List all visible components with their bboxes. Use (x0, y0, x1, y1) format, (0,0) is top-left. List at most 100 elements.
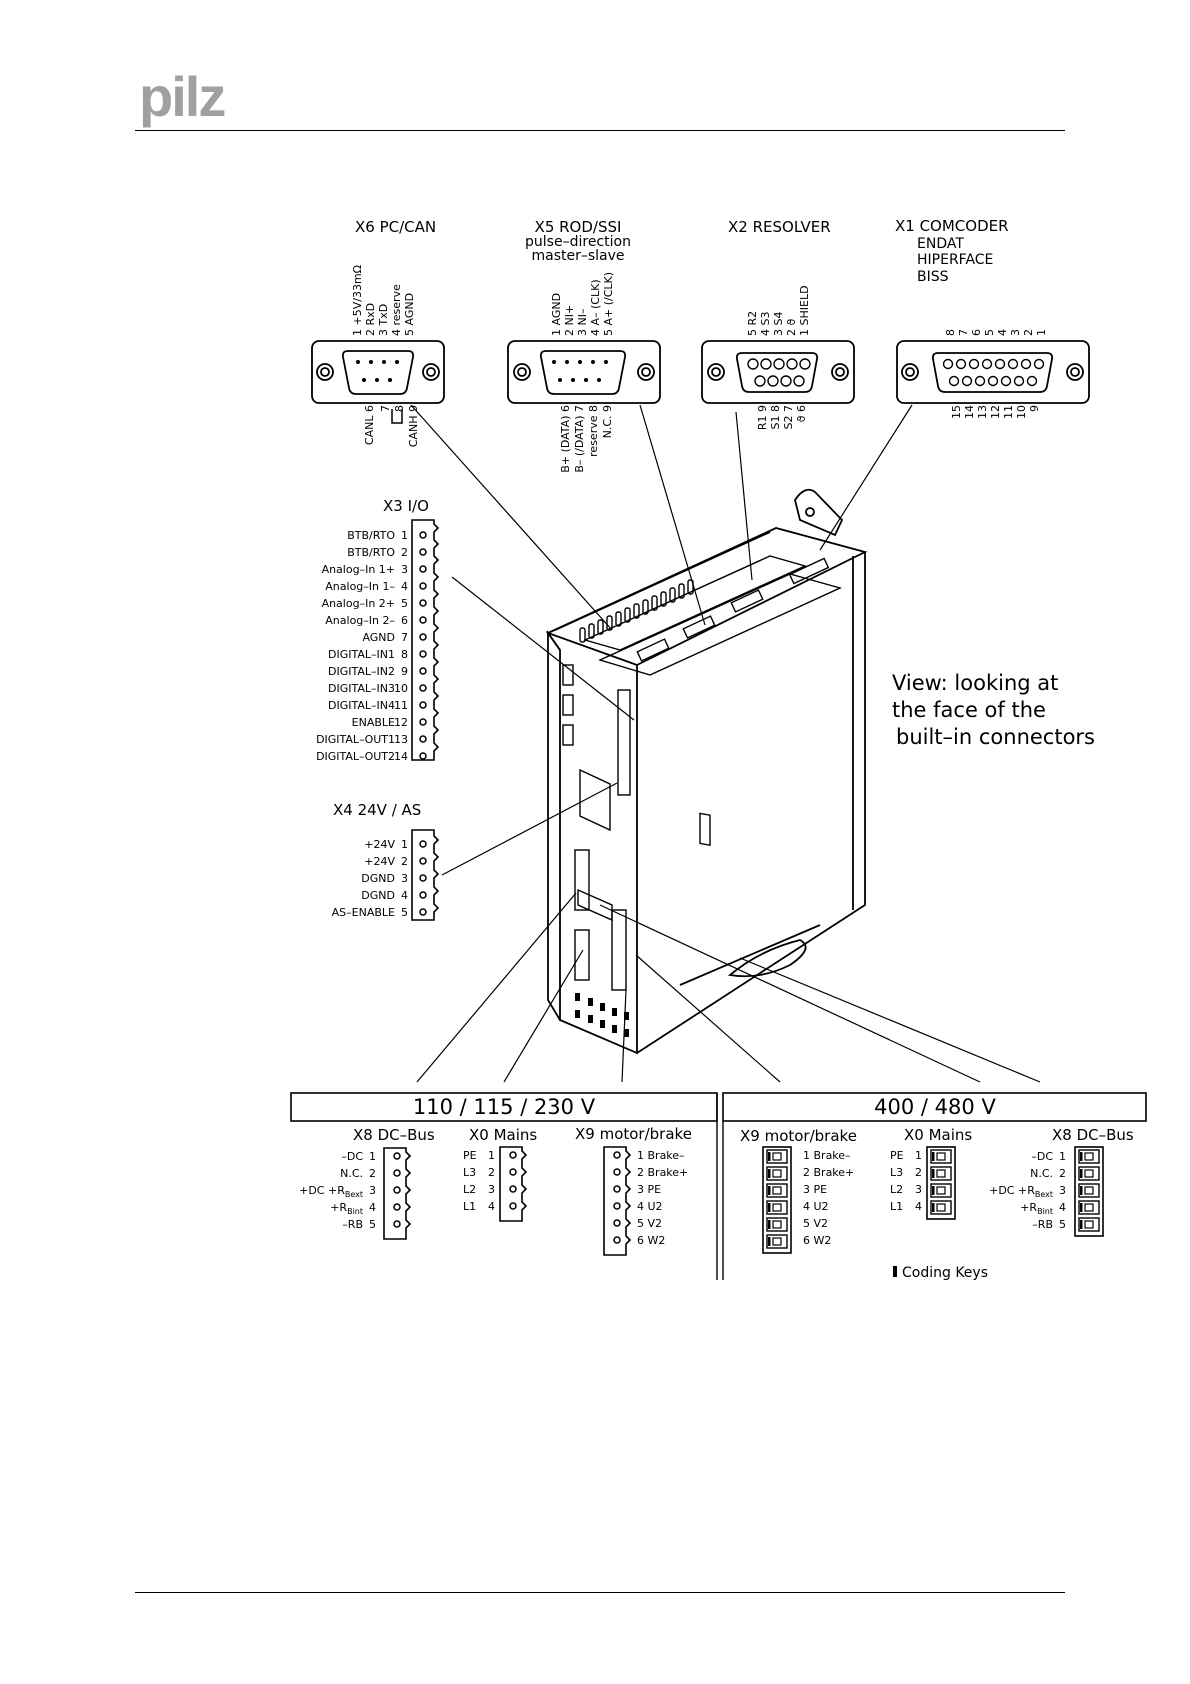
leader-lines (410, 404, 1041, 1083)
x4-terminal-dot (419, 891, 427, 899)
hv-x0-coding-key (932, 1169, 935, 1178)
x3-terminal-dot (419, 735, 427, 743)
x3-pin-label: DIGITAL–IN4 (328, 699, 395, 712)
hv-x9-terminal: 1 Brake–2 Brake+3 PE4 U25 V26 W2 (762, 1146, 854, 1254)
x3-terminal-dot (419, 599, 427, 607)
x2-dsub-connector (701, 340, 855, 404)
x2-pin-5: 5 R2 (746, 311, 759, 336)
view-note-line-3: built–in connectors (896, 725, 1095, 749)
lv-x9-terminal-dot (613, 1236, 621, 1244)
hv-x9-pin-label: 3 PE (803, 1183, 827, 1196)
x1-pin-5: 5 (983, 329, 996, 336)
hv-x8-cell-contact (1084, 1203, 1094, 1212)
vent-slot (615, 611, 622, 627)
x5-pin-7: B– (/DATA) 7 (573, 405, 586, 473)
x2-pin-4: 4 S3 (759, 312, 772, 336)
x4-title: X4 24V / AS (333, 801, 421, 819)
hv-x8-cell-contact (1084, 1220, 1094, 1229)
x3-pin-number: 12 (394, 716, 408, 729)
x6-termination-bracket (391, 409, 403, 424)
lv-x9-block-outline (603, 1146, 632, 1256)
x6-pin-7: 7 (379, 405, 392, 412)
hv-x9-cell-contact (772, 1152, 782, 1161)
vent-slot (678, 583, 685, 599)
x3-terminal-dot (419, 582, 427, 590)
lv-x0-pin-label: L3 (463, 1166, 476, 1179)
svg-text:pilz: pilz (139, 72, 224, 128)
lv-x9-terminal-dot (613, 1151, 621, 1159)
lv-x9-pin-label: 1 Brake– (637, 1149, 685, 1162)
lv-x8-pin-number: 4 (369, 1201, 376, 1214)
x5-pin-8: reserve 8 (587, 405, 600, 457)
x3-terminal-dot (419, 616, 427, 624)
lv-x0-terminal-dot (509, 1168, 517, 1176)
x5-pin-2: 2 NI+ (563, 305, 576, 336)
footer-rule (135, 1592, 1065, 1593)
x6-pin-6: CANL 6 (363, 405, 376, 445)
hv-x0-pin-label: L2 (890, 1183, 903, 1196)
vent-slot (651, 595, 658, 611)
x4-pin-number: 1 (401, 838, 408, 851)
x4-pin-number: 2 (401, 855, 408, 868)
lv-x0-terminal-dot (509, 1185, 517, 1193)
front-leds (575, 993, 629, 1037)
x1-pin-12: 12 (989, 405, 1002, 419)
lv-x8-pin-number: 2 (369, 1167, 376, 1180)
x3-pin-number: 11 (394, 699, 408, 712)
x4-terminal-dot (419, 857, 427, 865)
x3-terminal-dot (419, 633, 427, 641)
hv-x0-cell-contact (936, 1186, 946, 1195)
x3-pin-number: 13 (394, 733, 408, 746)
x3-pin-label: BTB/RTO (347, 546, 395, 559)
x1-pin-13: 13 (976, 405, 989, 419)
x2-pin-9: R1 9 (756, 405, 769, 430)
x5-pin-9: N.C. 9 (601, 405, 614, 438)
x6-pin-4: 4 reserve (390, 284, 403, 336)
hv-x9-cell (766, 1149, 788, 1164)
hv-x8-title: X8 DC–Bus (1052, 1126, 1134, 1144)
x3-pin-label: DIGITAL–IN3 (328, 682, 395, 695)
x3-pin-label: DIGITAL–IN2 (328, 665, 395, 678)
hv-x9-pin-label: 6 W2 (803, 1234, 831, 1247)
x3-pin-label: Analog–In 2+ (322, 597, 395, 610)
x3-pin-number: 2 (401, 546, 408, 559)
x5-title-3: master–slave (531, 248, 624, 264)
x1-title-4: BISS (917, 269, 949, 285)
x6-pin-2: 2 RxD (364, 303, 377, 336)
x3-pin-number: 1 (401, 529, 408, 542)
x3-pin-number: 6 (401, 614, 408, 627)
x1-pin-10: 10 (1015, 405, 1028, 419)
x3-pin-label: ENABLE (352, 716, 395, 729)
low-voltage-header: 110 / 115 / 230 V (413, 1095, 596, 1119)
lv-x0-terminal-dot (509, 1151, 517, 1159)
hv-x8-pin-number: 2 (1059, 1167, 1066, 1180)
x5-pin-1: 1 AGND (550, 293, 563, 336)
x4-pin-label: +24V (364, 855, 395, 868)
hv-x9-title: X9 motor/brake (740, 1127, 857, 1145)
x1-title-1: X1 COMCODER (895, 217, 1009, 235)
x4-pin-number: 3 (401, 872, 408, 885)
lv-x9-pin-label: 3 PE (637, 1183, 661, 1196)
vent-slot (597, 619, 604, 635)
header-rule (135, 130, 1065, 131)
coding-keys-label: Coding Keys (902, 1265, 988, 1281)
x3-pin-number: 9 (401, 665, 408, 678)
x3-terminal-block (411, 519, 440, 761)
hv-x9-coding-key (768, 1237, 771, 1246)
x4-terminal-dot (419, 908, 427, 916)
vent-slot (642, 599, 649, 615)
x3-terminal-dot (419, 565, 427, 573)
lv-x9-pin-label: 4 U2 (637, 1200, 663, 1213)
hv-x8-pin-number: 1 (1059, 1150, 1066, 1163)
lv-x0-pin-number: 3 (488, 1183, 495, 1196)
hv-x9-cell-contact (772, 1169, 782, 1178)
high-voltage-header: 400 / 480 V (874, 1095, 996, 1119)
x3-title: X3 I/O (383, 497, 429, 515)
hv-x8-cell-contact (1084, 1152, 1094, 1161)
x1-title-3: HIPERFACE (917, 252, 993, 268)
hv-x0-cell-contact (936, 1203, 946, 1212)
